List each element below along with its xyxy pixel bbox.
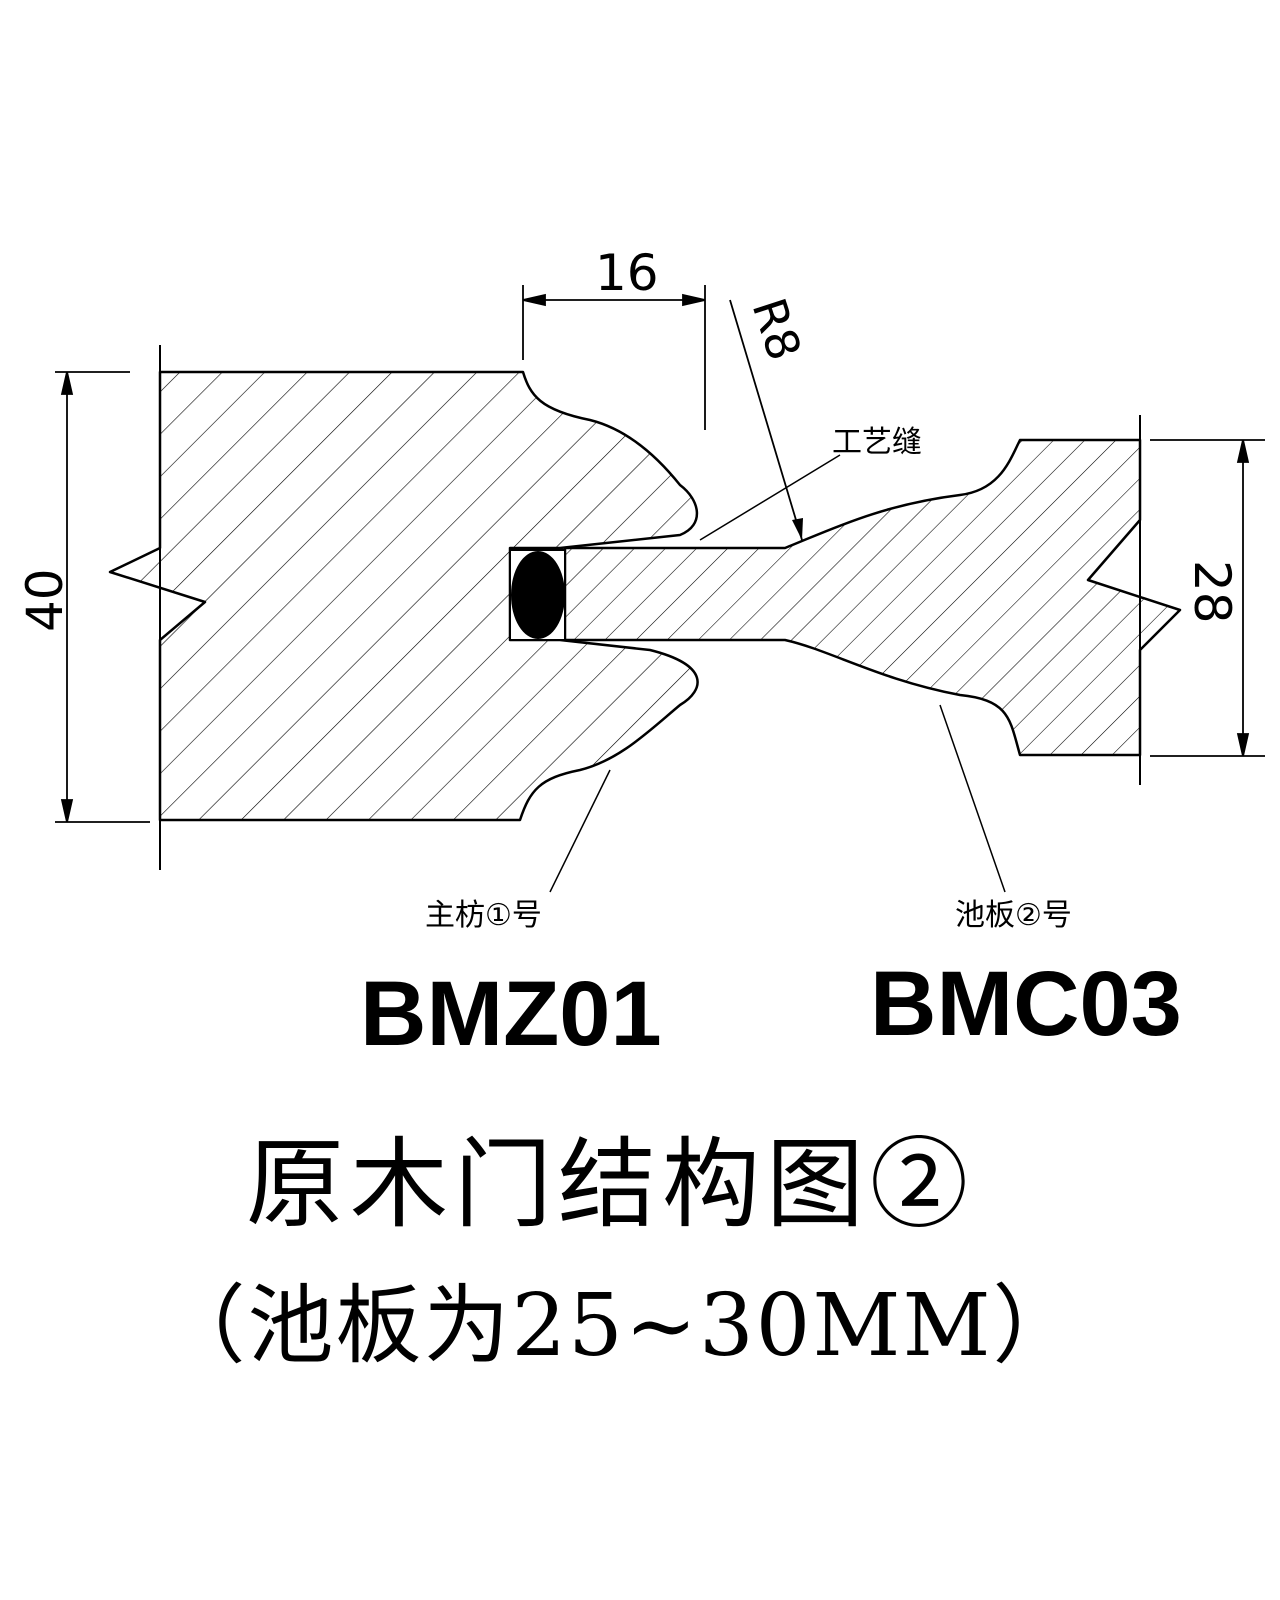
dim-left-height — [55, 371, 150, 823]
rail-section — [108, 370, 699, 822]
dim-right-height-label: 28 — [1183, 560, 1241, 624]
radius-label: R8 — [742, 292, 812, 367]
rail-leader — [549, 769, 611, 893]
panel-section — [563, 438, 1182, 757]
dim-right-height — [1150, 439, 1265, 757]
gap-leader — [699, 454, 841, 541]
gap-label: 工艺缝 — [832, 425, 922, 460]
rail-code: BMZ01 — [360, 963, 662, 1065]
radius-leader — [729, 299, 803, 541]
drawing-subtitle: （池板为25~30MM） — [159, 1276, 1081, 1376]
drawing-title: 原木门结构图② — [245, 1128, 974, 1242]
panel-label: 池板②号 — [955, 898, 1072, 933]
seal-strip — [511, 551, 565, 639]
panel-code: BMC03 — [870, 953, 1182, 1055]
panel-leader — [939, 704, 1006, 893]
dim-top-width-label: 16 — [595, 244, 659, 302]
rail-label: 主枋①号 — [425, 898, 542, 933]
dim-top-width — [522, 285, 706, 430]
dim-left-height-label: 40 — [16, 568, 74, 632]
